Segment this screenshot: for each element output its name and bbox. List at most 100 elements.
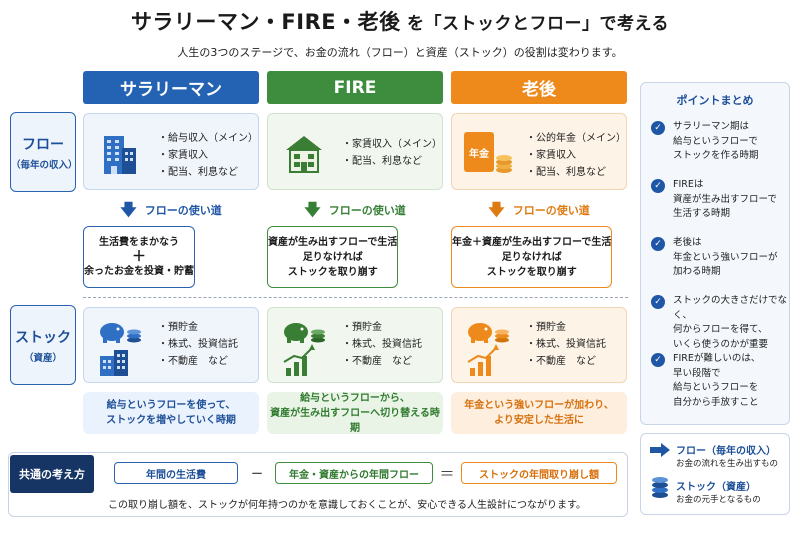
check-icon: ✓ (651, 179, 665, 193)
flow-item: 家賃収入（メイン） (342, 136, 442, 153)
coin-stack-icon (652, 477, 668, 498)
stock-item: 不動産 など (526, 353, 606, 370)
result-line: より安定した生活に (494, 415, 584, 426)
equals-operator: ＝ (439, 464, 455, 483)
point-text: ストックの大きさだけでなく、何からフローを得て、いくら使うのかが重要 (673, 295, 788, 350)
common-principle-note: この取り崩し額を、ストックが何年持つのかを意識しておくことが、安心できる人生設計… (108, 500, 586, 511)
flow-use-label: フローの使い道 (144, 204, 222, 217)
check-icon: ✓ (651, 121, 665, 135)
pension-book-icon: 年金 (464, 132, 494, 172)
house-icon (286, 136, 322, 173)
flow-item: 配当、利息など (526, 164, 626, 181)
flow-arrow-icon (650, 443, 670, 457)
flow-box-fire: 家賃収入（メイン） 配当、利息など (267, 113, 443, 190)
stock-item: 株式、投資信託 (342, 336, 422, 353)
stock-item: 預貯金 (342, 319, 422, 336)
use-line: 資産が生み出すフローで生活 (268, 236, 398, 248)
use-line: ストックを取り崩す (287, 266, 378, 278)
coin-stack-icon (496, 155, 512, 173)
point-text: FIREは資産が生み出すフローで生活する時期 (673, 179, 777, 219)
annual-living-cost-term: 年間の生活費 (114, 462, 238, 484)
use-line: ストックを取り崩す (486, 266, 577, 278)
points-summary-title: ポイントまとめ (676, 94, 754, 107)
points-summary-panel (640, 82, 790, 425)
stock-box-retirement: 預貯金 株式、投資信託 不動産 など (451, 307, 627, 383)
stock-item: 不動産 など (342, 353, 422, 370)
stock-items-salaryman: 預貯金 株式、投資信託 不動産 など (158, 319, 238, 370)
annual-withdrawal-term: ストックの年間取り崩し額 (461, 462, 617, 484)
flow-item: 配当、利息など (158, 164, 258, 181)
stock-item: 株式、投資信託 (158, 336, 238, 353)
point-item: ✓ 老後は年金という強いフローが加わる時期 (651, 236, 787, 280)
legend-flow-sub: お金の流れを生み出すもの (676, 459, 779, 469)
use-line: 年金＋資産が生み出すフローで生活 (452, 236, 612, 248)
column-header-retirement: 老後 (451, 71, 627, 104)
stock-box-fire: 預貯金 株式、投資信託 不動産 など (267, 307, 443, 383)
row-label-flow: フロー （毎年の収入） (10, 112, 78, 192)
annual-flow-term: 年金・資産からの年間フロー (275, 462, 433, 484)
flow-items-retirement: 公的年金（メイン） 家賃収入 配当、利息など (526, 130, 626, 181)
result-box-retirement: 年金という強いフローが加わり、 より安定した生活に (451, 392, 627, 434)
row-divider (83, 297, 628, 298)
use-line: 足りなければ (302, 251, 363, 263)
flow-use-arrow-salaryman: 🡇 フローの使い道 (83, 200, 259, 220)
row-label-flow-sub: （毎年の収入） (11, 159, 78, 171)
minus-operator: − (250, 464, 264, 482)
legend-stock-sub: お金の元手となるもの (676, 495, 761, 505)
piggy-bank-icon (283, 323, 325, 376)
check-icon: ✓ (651, 237, 665, 251)
arrow-down-icon: 🡇 (488, 200, 505, 219)
flow-item: 給与収入（メイン） (158, 130, 258, 147)
result-box-fire: 給与というフローから、 資産が生み出すフローへ切り替える時期 (267, 392, 443, 434)
point-item: ✓ ストックの大きさだけでなく、何からフローを得て、いくら使うのかが重要 (651, 294, 787, 352)
flow-items-fire: 家賃収入（メイン） 配当、利息など (342, 136, 442, 170)
legend-stock-label: ストック（資産） (676, 482, 756, 493)
flow-box-retirement: 年金 公的年金（メイン） 家賃収入 配当、利息など (451, 113, 627, 190)
use-plus: ＋ (132, 249, 146, 265)
column-header-fire: FIRE (267, 71, 443, 104)
flow-box-salaryman: 給与収入（メイン） 家賃収入 配当、利息など (83, 113, 259, 190)
stock-item: 預貯金 (526, 319, 606, 336)
title-suffix: を「ストックとフロー」で考える (400, 14, 670, 34)
row-label-stock-text: ストック (15, 329, 71, 346)
check-icon: ✓ (651, 295, 665, 309)
flow-use-label: フローの使い道 (512, 204, 590, 217)
page-subtitle: 人生の3つのステージで、お金の流れ（フロー）と資産（ストック）の役割は変わります… (177, 46, 623, 59)
point-item: ✓ サラリーマン期は給与というフローでストックを作る時期 (651, 120, 787, 164)
point-text: 老後は年金という強いフローが加わる時期 (673, 237, 778, 277)
stock-box-salaryman: 預貯金 株式、投資信託 不動産 など (83, 307, 259, 383)
flow-item: 家賃収入 (526, 147, 626, 164)
point-text: サラリーマン期は給与というフローでストックを作る時期 (673, 121, 759, 161)
flow-use-label: フローの使い道 (328, 204, 406, 217)
use-line: 生活費をまかなう (99, 237, 179, 248)
use-line: 足りなければ (501, 251, 562, 263)
flow-items-salaryman: 給与収入（メイン） 家賃収入 配当、利息など (158, 130, 258, 181)
point-item: ✓ FIREが難しいのは、早い段階で給与というフローを自分から手放すこと (651, 352, 787, 410)
stock-item: 株式、投資信託 (526, 336, 606, 353)
flow-use-box-salaryman: 生活費をまかなう ＋ 余ったお金を投資・貯蓄 (83, 226, 195, 288)
result-line: 給与というフローを使って、 (106, 400, 236, 411)
flow-use-box-fire: 資産が生み出すフローで生活 足りなければ ストックを取り崩す (267, 226, 399, 288)
title-main: サラリーマン・FIRE・老後 (130, 10, 401, 34)
flow-use-arrow-retirement: 🡇 フローの使い道 (451, 200, 627, 220)
use-line: 余ったお金を投資・貯蓄 (84, 266, 194, 277)
office-building-icon (104, 136, 136, 174)
column-header-salaryman: サラリーマン (83, 71, 259, 104)
common-principle-label: 共通の考え方 (10, 455, 94, 493)
flow-item: 家賃収入 (158, 147, 258, 164)
point-text: FIREが難しいのは、早い段階で給与というフローを自分から手放すこと (673, 353, 761, 408)
result-line: 資産が生み出すフローへ切り替える時期 (270, 407, 440, 434)
page-title: サラリーマン・FIRE・老後 を「ストックとフロー」で考える (0, 6, 800, 36)
arrow-down-icon: 🡇 (120, 200, 137, 219)
row-label-stock: ストック （資産） (10, 305, 76, 385)
flow-use-arrow-fire: 🡇フローの使い道 (267, 200, 443, 220)
legend-flow-label: フロー（毎年の収入） (676, 446, 776, 457)
stock-items-retirement: 預貯金 株式、投資信託 不動産 など (526, 319, 606, 370)
stock-item: 不動産 など (158, 353, 238, 370)
row-label-flow-text: フロー (22, 136, 64, 153)
point-item: ✓ FIREは資産が生み出すフローで生活する時期 (651, 178, 787, 222)
flow-item: 公的年金（メイン） (526, 130, 626, 147)
check-icon: ✓ (651, 353, 665, 367)
result-line: ストックを増やしていく時期 (106, 415, 236, 426)
piggy-bank-icon (467, 323, 509, 376)
